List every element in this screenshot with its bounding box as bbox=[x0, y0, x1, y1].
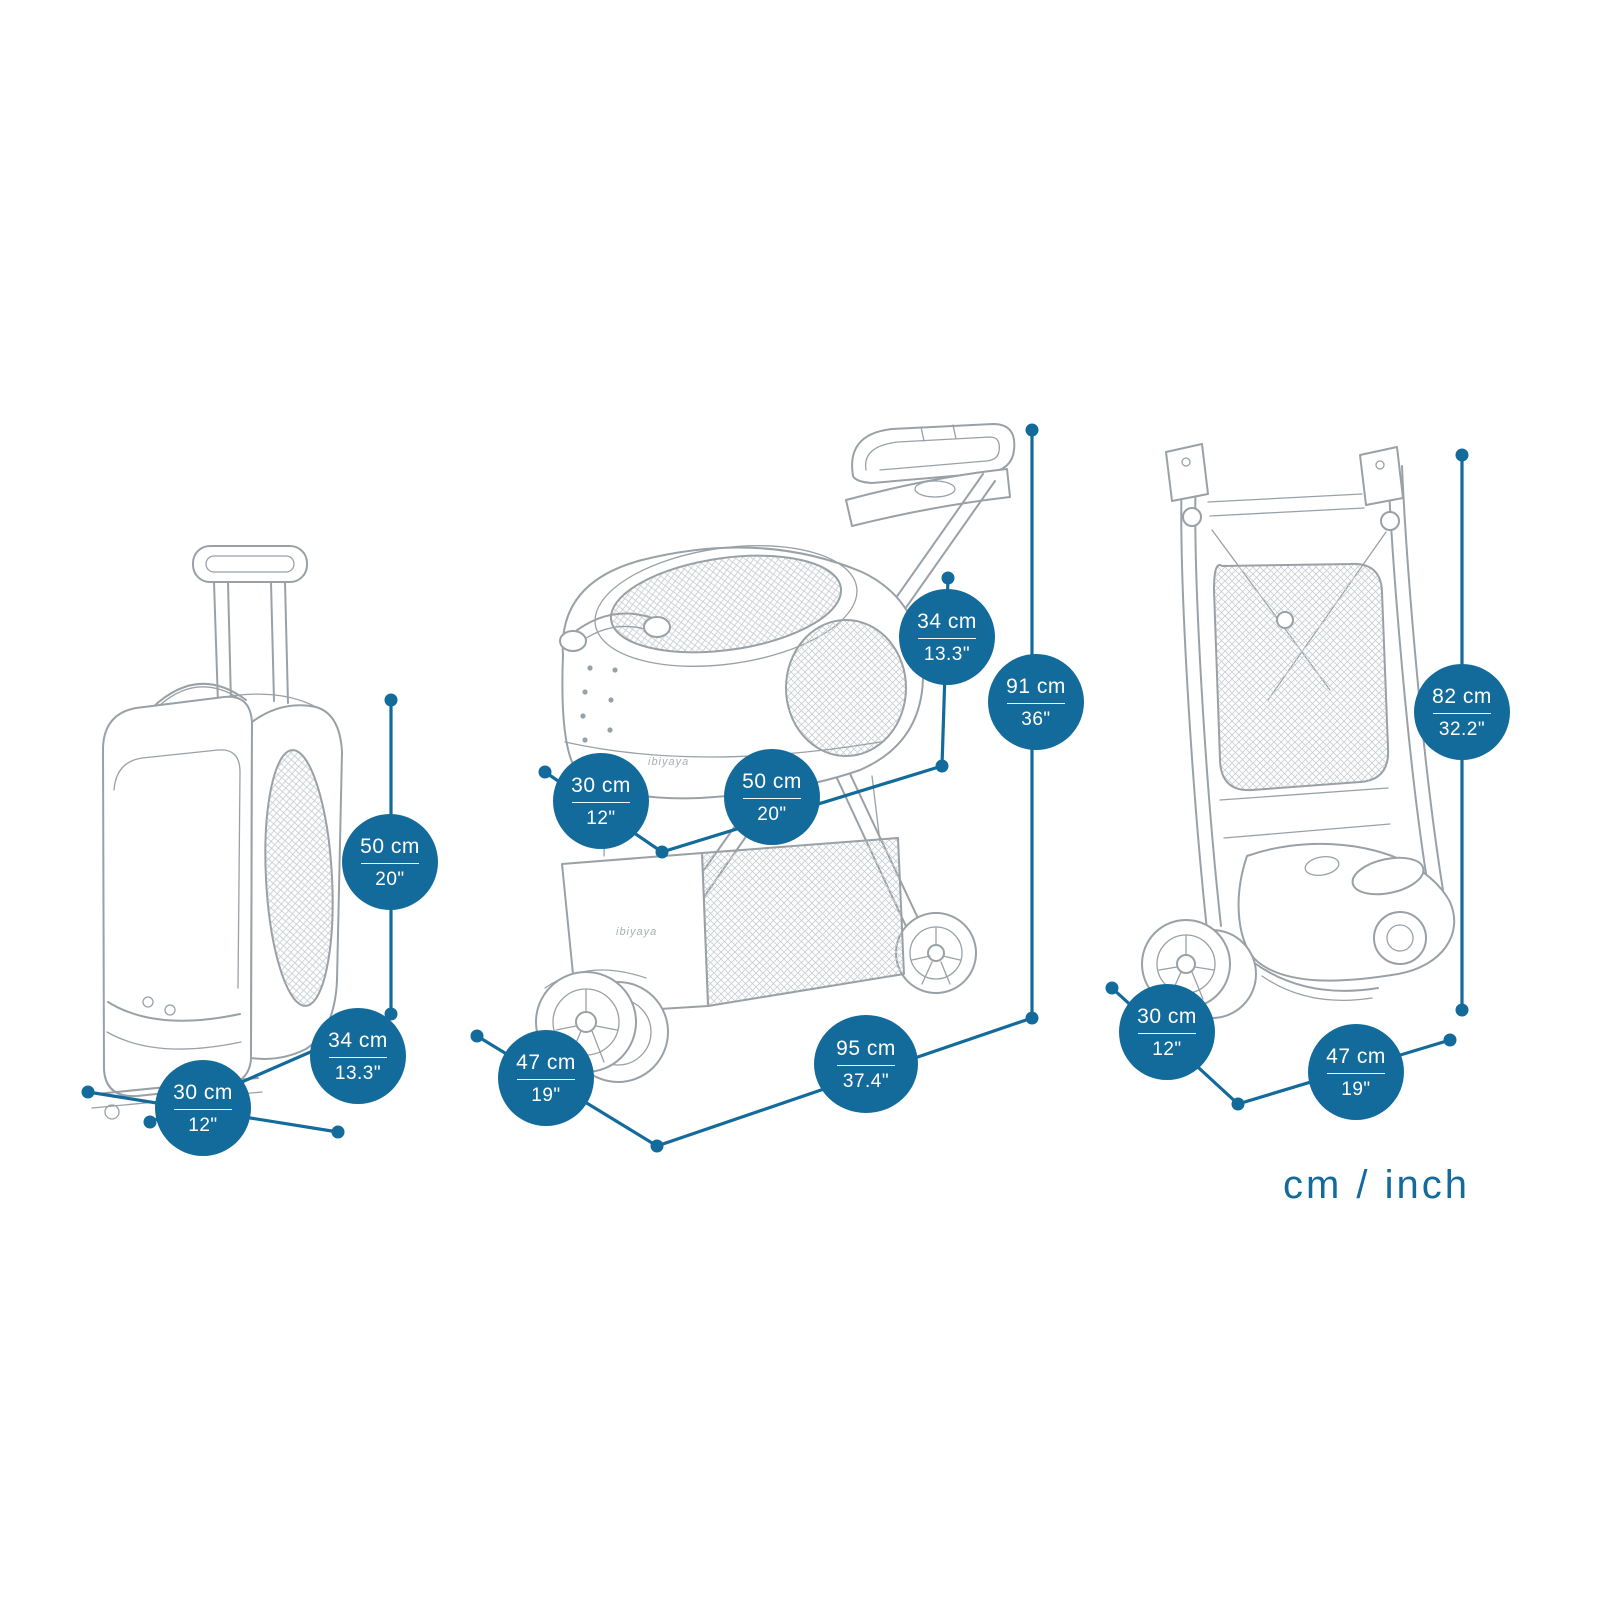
badge-stroller-carrier-height: 34 cm 13.3" bbox=[899, 589, 995, 685]
brand-logo: ibiyaya bbox=[616, 926, 658, 938]
badge-divider bbox=[837, 1064, 895, 1066]
brand-logo: ibiyaya bbox=[648, 756, 690, 768]
badge-divider bbox=[743, 797, 801, 799]
stroller-illustration bbox=[535, 423, 1016, 1083]
badge-folded-height: 82 cm 32.2" bbox=[1414, 664, 1510, 760]
badge-divider bbox=[517, 1078, 575, 1080]
badge-divider bbox=[174, 1108, 232, 1110]
folded-stroller-illustration bbox=[1141, 443, 1456, 1019]
stroller-dimension-lines bbox=[470, 423, 1039, 1153]
badge-stroller-overall-height: 91 cm 36" bbox=[988, 654, 1084, 750]
badge-carrier-height: 50 cm 20" bbox=[342, 814, 438, 910]
carrier-illustration bbox=[91, 545, 343, 1120]
inch-value: 20" bbox=[375, 868, 405, 890]
badge-carrier-depth: 34 cm 13.3" bbox=[310, 1008, 406, 1104]
unit-legend: cm / inch bbox=[1283, 1163, 1471, 1207]
badge-stroller-overall-length: 95 cm 37.4" bbox=[814, 1015, 918, 1113]
badge-divider bbox=[1138, 1032, 1196, 1034]
badge-folded-length: 47 cm 19" bbox=[1308, 1024, 1404, 1120]
badge-divider bbox=[329, 1056, 387, 1058]
inch-value: 12" bbox=[586, 807, 616, 829]
badge-carrier-width: 30 cm 12" bbox=[155, 1060, 251, 1156]
cm-value: 34 cm bbox=[917, 609, 977, 633]
cm-value: 30 cm bbox=[1137, 1004, 1197, 1028]
cm-value: 91 cm bbox=[1006, 674, 1066, 698]
badge-divider bbox=[1433, 712, 1491, 714]
cm-value: 47 cm bbox=[1326, 1044, 1386, 1068]
badge-divider bbox=[361, 862, 419, 864]
badge-divider bbox=[1007, 702, 1065, 704]
cm-value: 34 cm bbox=[328, 1028, 388, 1052]
badge-stroller-carrier-length: 50 cm 20" bbox=[724, 749, 820, 845]
cm-value: 95 cm bbox=[836, 1036, 896, 1060]
cm-value: 82 cm bbox=[1432, 684, 1492, 708]
inch-value: 13.3" bbox=[923, 643, 971, 665]
inch-value: 37.4" bbox=[842, 1070, 890, 1092]
badge-divider bbox=[1327, 1072, 1385, 1074]
inch-value: 32.2" bbox=[1438, 718, 1486, 740]
inch-value: 19" bbox=[531, 1084, 561, 1106]
inch-value: 12" bbox=[1152, 1038, 1182, 1060]
cm-value: 47 cm bbox=[516, 1050, 576, 1074]
cm-value: 30 cm bbox=[571, 773, 631, 797]
badge-divider bbox=[572, 801, 630, 803]
cm-value: 50 cm bbox=[360, 834, 420, 858]
badge-stroller-base-width: 47 cm 19" bbox=[498, 1030, 594, 1126]
cm-value: 30 cm bbox=[173, 1080, 233, 1104]
inch-value: 19" bbox=[1341, 1078, 1371, 1100]
badge-divider bbox=[918, 637, 976, 639]
inch-value: 36" bbox=[1021, 708, 1051, 730]
cm-value: 50 cm bbox=[742, 769, 802, 793]
badge-folded-width: 30 cm 12" bbox=[1119, 984, 1215, 1080]
badge-stroller-carrier-width: 30 cm 12" bbox=[553, 753, 649, 849]
inch-value: 13.3" bbox=[334, 1062, 382, 1084]
inch-value: 20" bbox=[757, 803, 787, 825]
inch-value: 12" bbox=[188, 1114, 218, 1136]
